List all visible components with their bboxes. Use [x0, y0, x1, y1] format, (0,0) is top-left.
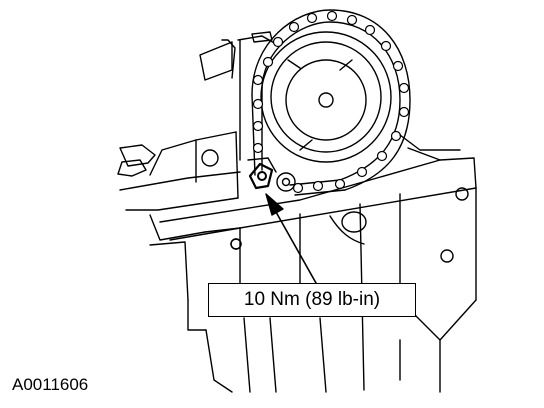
timing-chain: [251, 9, 411, 196]
torque-callout-box: 10 Nm (89 lb-in): [208, 283, 416, 317]
torque-label: 10 Nm (89 lb-in): [243, 289, 381, 310]
figure-id-label: A0011606: [12, 375, 89, 394]
camshaft-sprocket: [260, 31, 392, 163]
chain-tensioner: [248, 162, 274, 190]
engine-block-outline: [117, 31, 277, 301]
callout-arrow: [265, 193, 317, 284]
cylinder-block: [159, 134, 477, 393]
